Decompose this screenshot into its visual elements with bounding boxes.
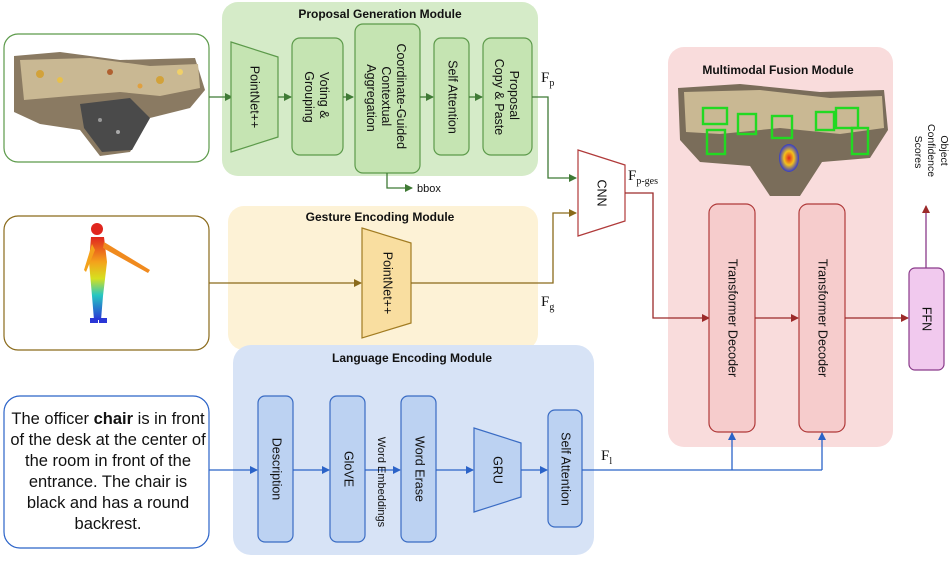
self-attention-language-label: Self Attention xyxy=(559,432,573,506)
bbox-label: bbox xyxy=(417,183,441,195)
word-embeddings-label: Word Embeddings xyxy=(375,437,387,528)
gesture-module-title: Gesture Encoding Module xyxy=(306,210,455,224)
description-text-before: The officer xyxy=(11,410,94,428)
fp-to-cnn-arrow xyxy=(532,96,577,182)
pointnet-gesture-label: PointNet++ xyxy=(381,252,395,315)
description-block xyxy=(257,395,294,543)
language-module-title: Language Encoding Module xyxy=(332,351,492,365)
cgca-label: Coordinate-Guided Contextual Aggregation xyxy=(364,43,408,152)
fpges-label: Fp-ges xyxy=(628,168,658,187)
description-text-after: is in front of the desk at the center of… xyxy=(10,410,206,533)
pointnet-gesture-block xyxy=(361,227,412,339)
glove-label: GloVE xyxy=(342,451,356,487)
scene-point-cloud-image xyxy=(14,52,205,156)
glove-block xyxy=(329,395,366,543)
self-attention-proposal-label: Self Attention xyxy=(446,60,460,134)
description-input-frame xyxy=(3,395,210,549)
gru-label: GRU xyxy=(491,456,505,484)
fg-label: Fg xyxy=(541,294,554,313)
self-attention-language-block xyxy=(547,409,583,528)
fusion-scene-image xyxy=(678,84,888,196)
fg-to-cnn-arrow xyxy=(411,209,577,284)
description-text: The officer chair is in front of the des… xyxy=(10,398,206,546)
cgca-to-bbox-arrow xyxy=(386,173,413,192)
fpges-to-decoder-arrow xyxy=(625,192,710,322)
description-text-target: chair xyxy=(93,410,134,428)
proposal-module-title: Proposal Generation Module xyxy=(298,7,462,21)
voting-grouping-label: Voting & Grouping xyxy=(302,71,331,122)
human-point-cloud-image xyxy=(84,223,150,323)
pointnet-scene-block xyxy=(230,41,279,153)
gru-block xyxy=(473,427,522,513)
cnn-block xyxy=(577,149,626,237)
transformer-decoder-2-label: Transformer Decoder xyxy=(816,259,830,377)
fl-label: Fl xyxy=(601,448,612,467)
gesture-input-frame xyxy=(3,215,210,351)
description-block-label: Description xyxy=(270,438,284,501)
cnn-label: CNN xyxy=(595,179,609,206)
fusion-module-title: Multimodal Fusion Module xyxy=(702,63,854,77)
word-erase-label: Word Erase xyxy=(413,436,427,502)
ffn-label: FFN xyxy=(920,307,934,331)
transformer-decoder-1-label: Transformer Decoder xyxy=(726,259,740,377)
proposal-copy-paste-label: Proposal Copy & Paste xyxy=(492,59,521,135)
pointnet-scene-label: PointNet++ xyxy=(248,66,262,129)
word-erase-block xyxy=(400,395,437,543)
confidence-scores-label: Object Confidence Scores xyxy=(912,124,950,180)
fp-label: Fp xyxy=(541,70,554,89)
